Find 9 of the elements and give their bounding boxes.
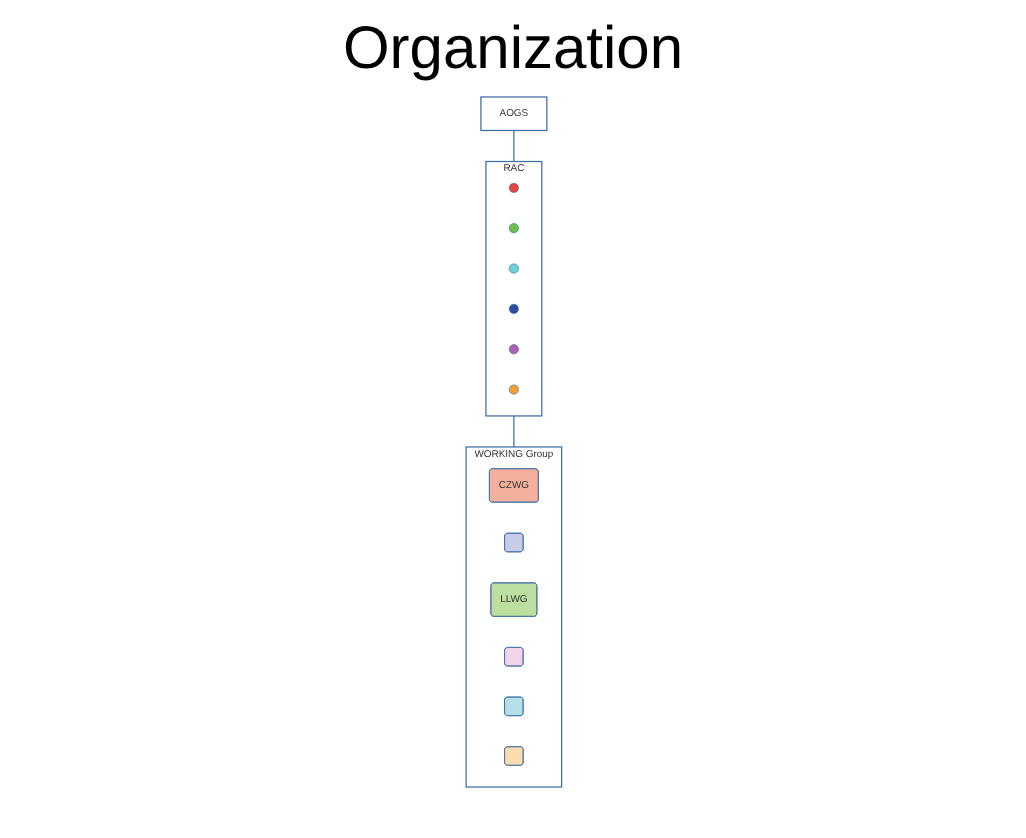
node-circle bbox=[508, 263, 518, 274]
node-circle bbox=[508, 223, 518, 234]
node-circle bbox=[508, 303, 518, 314]
title: Organization bbox=[340, 16, 686, 84]
connector bbox=[512, 129, 514, 163]
node-circle bbox=[508, 344, 518, 355]
node-circle bbox=[508, 384, 518, 395]
connector bbox=[512, 415, 514, 448]
node-circle bbox=[508, 182, 518, 193]
